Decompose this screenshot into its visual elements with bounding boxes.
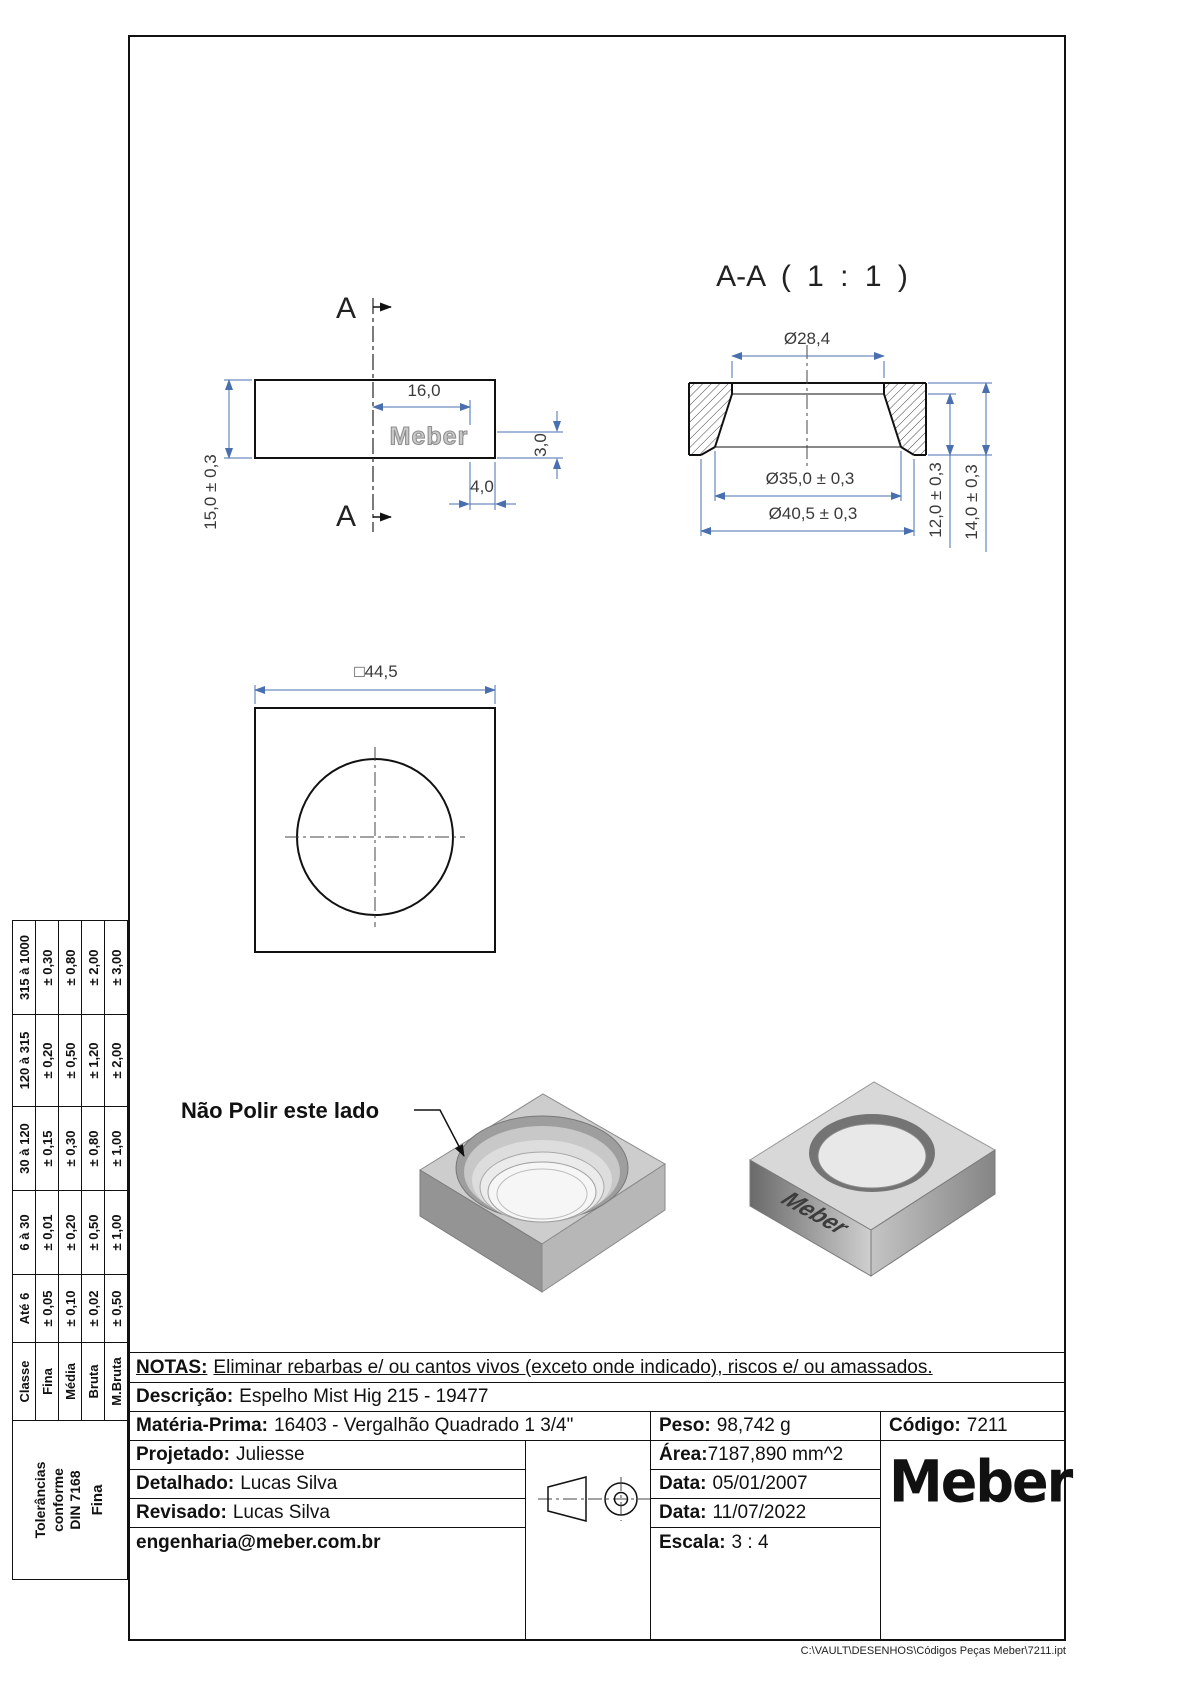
date2-cell: Data: 11/07/2022 — [650, 1498, 880, 1527]
area-label: Área: — [659, 1444, 708, 1465]
company-logo: Meber — [889, 1447, 1073, 1516]
notes-row: NOTAS: Eliminar rebarbas e/ ou cantos vi… — [128, 1352, 1066, 1382]
note-do-not-polish: Não Polir este lado — [181, 1098, 380, 1123]
area-value: 7187,890 mm^2 — [707, 1444, 844, 1465]
dim-side-4: 4,0 — [470, 477, 494, 496]
description-row: Descrição: Espelho Mist Hig 215 - 19477 — [128, 1382, 1066, 1411]
scale-value: 3 : 4 — [731, 1532, 769, 1553]
weight-cell: Peso: 98,742 g — [650, 1411, 880, 1440]
engineering-email: engenharia@meber.com.br — [136, 1532, 381, 1553]
raw-material-value: 16403 - Vergalhão Quadrado 1 3/4" — [274, 1415, 574, 1436]
code-cell: Código: 7211 — [880, 1411, 1066, 1440]
weight-label: Peso: — [659, 1415, 711, 1436]
dim-side-16: 16,0 — [407, 381, 441, 400]
projection-symbol-cell — [525, 1440, 650, 1641]
scale-cell: Escala: 3 : 4 — [650, 1527, 880, 1641]
weight-value: 98,742 g — [716, 1415, 791, 1436]
section-marker-bottom: A — [335, 500, 357, 533]
code-value: 7211 — [966, 1415, 1008, 1436]
detailed-by-value: Lucas Silva — [240, 1473, 338, 1494]
code-label: Código: — [889, 1415, 961, 1436]
section-title: A-A ( 1 : 1 ) — [716, 260, 908, 293]
reviewed-by-cell: Revisado: Lucas Silva — [128, 1498, 525, 1527]
logo-cell: Meber — [880, 1440, 1073, 1641]
dim-square-44: □44,5 — [354, 662, 398, 681]
designed-by-cell: Projetado: Juliesse — [128, 1440, 525, 1469]
date1-value: 05/01/2007 — [712, 1473, 808, 1494]
section-marker-top: A — [335, 292, 357, 325]
raw-material-label: Matéria-Prima: — [136, 1415, 268, 1436]
scale-label: Escala: — [659, 1532, 726, 1553]
description-value: Espelho Mist Hig 215 - 19477 — [239, 1386, 489, 1407]
area-cell: Área: 7187,890 mm^2 — [650, 1440, 880, 1469]
date1-cell: Data: 05/01/2007 — [650, 1469, 880, 1498]
dim-side-height: 15,0 ± 0,3 — [201, 454, 220, 530]
reviewed-by-label: Revisado: — [136, 1502, 227, 1523]
engraving-side-view: Meber — [389, 422, 469, 451]
detailed-by-cell: Detalhado: Lucas Silva — [128, 1469, 525, 1498]
date1-label: Data: — [659, 1473, 707, 1494]
designed-by-value: Juliesse — [235, 1444, 305, 1465]
dim-diameter-28: Ø28,4 — [783, 329, 831, 348]
raw-material-cell: Matéria-Prima: 16403 - Vergalhão Quadrad… — [128, 1411, 650, 1440]
reviewed-by-value: Lucas Silva — [232, 1502, 330, 1523]
dim-diameter-40: Ø40,5 ± 0,3 — [768, 504, 858, 523]
notes-label: NOTAS: — [136, 1356, 208, 1378]
drawing-frame — [128, 35, 1066, 1641]
date2-label: Data: — [659, 1502, 707, 1523]
notes-text: Eliminar rebarbas e/ ou cantos vivos (ex… — [213, 1356, 933, 1378]
dim-side-3: 3,0 — [531, 433, 550, 457]
date2-value: 11/07/2022 — [712, 1502, 807, 1523]
designed-by-label: Projetado: — [136, 1444, 230, 1465]
description-label: Descrição: — [136, 1386, 234, 1407]
email-cell: engenharia@meber.com.br — [128, 1527, 525, 1641]
dim-height-14: 14,0 ± 0,3 — [962, 464, 981, 540]
dim-depth-12: 12,0 ± 0,3 — [926, 462, 945, 538]
file-path: C:\VAULT\DESENHOS\Códigos Peças Meber\72… — [800, 1645, 1066, 1657]
dim-diameter-35: Ø35,0 ± 0,3 — [765, 469, 855, 488]
detailed-by-label: Detalhado: — [136, 1473, 235, 1494]
